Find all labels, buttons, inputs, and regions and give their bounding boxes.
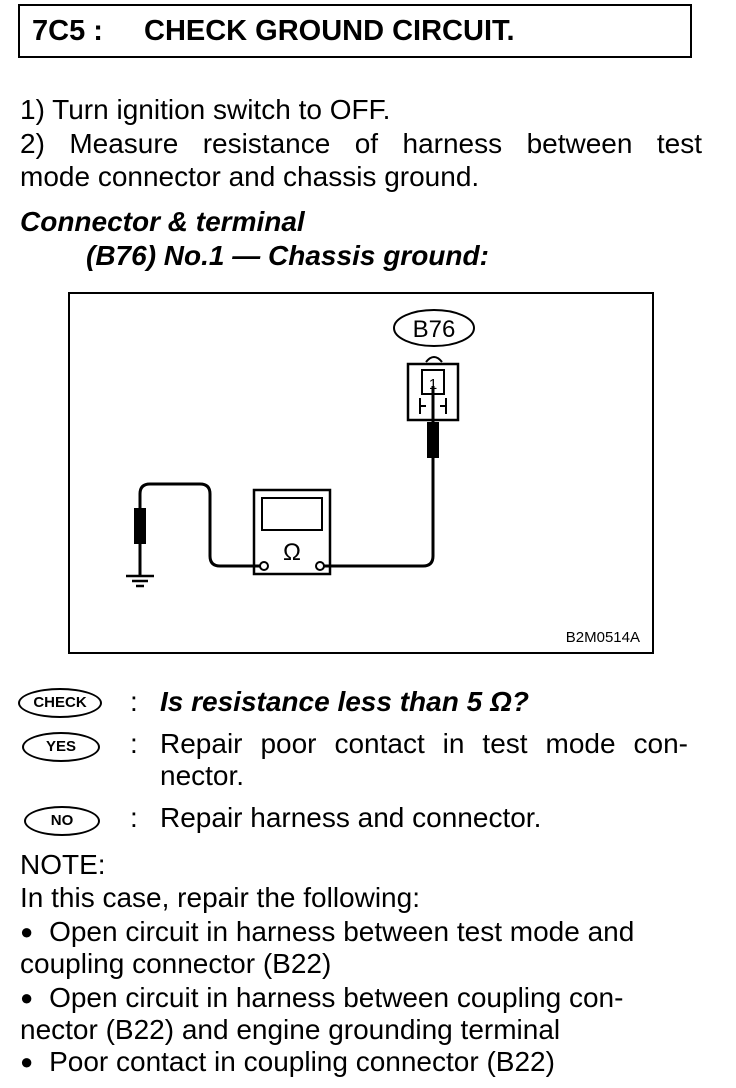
note-item-2-line-2: nector (B22) and engine grounding termin… — [20, 1014, 561, 1045]
yes-colon: : — [130, 728, 138, 759]
connector-label-ellipse — [393, 309, 475, 347]
ohmmeter-body — [252, 488, 332, 576]
note-item-1-line-2: coupling connector (B22) — [20, 948, 332, 979]
bullet-icon: ● — [20, 1049, 34, 1074]
section-code: 7C5 : — [32, 15, 103, 47]
right-probe-body — [427, 422, 439, 458]
step-1: 1) Turn ignition switch to OFF. — [20, 94, 391, 125]
note-item-2: ● Open circuit in harness between coupli… — [20, 982, 623, 1014]
bullet-icon: ● — [20, 919, 34, 944]
connector-terminal: (B76) No.1 — Chassis ground: — [86, 240, 489, 271]
note-item-2-line-1: Open circuit in harness between coupling… — [49, 982, 624, 1013]
yes-answer-line-2: nector. — [160, 760, 245, 791]
note-item-1-line-1: Open circuit in harness between test mod… — [49, 916, 635, 947]
check-question: Is resistance less than 5 Ω? — [160, 686, 529, 717]
note-item-3: ● Poor contact in coupling connector (B2… — [20, 1046, 555, 1078]
step-2-continued: mode connector and chassis ground. — [20, 161, 480, 192]
bullet-icon: ● — [20, 985, 34, 1010]
no-colon: : — [130, 802, 138, 833]
note-item-3-line-1: Poor contact in coupling connector (B22) — [49, 1046, 555, 1077]
section-title: CHECK GROUND CIRCUIT. — [144, 15, 515, 47]
ohmmeter-symbol: Ω — [283, 539, 301, 566]
wiring-diagram: B76 1 Ω B2M0514A — [68, 292, 654, 654]
wiring-diagram-drawing: B76 1 Ω B2M0514A — [126, 309, 640, 646]
note-item-1: ● Open circuit in harness between test m… — [20, 916, 634, 948]
connector-label: B76 — [413, 316, 456, 343]
yes-answer-line-1: Repair poor contact in test mode con- — [160, 728, 688, 759]
figure-id: B2M0514A — [566, 629, 640, 646]
note-intro: In this case, repair the following: — [20, 882, 420, 913]
check-colon: : — [130, 686, 138, 717]
ohmmeter-display — [261, 497, 323, 531]
ohmmeter-terminal-left — [259, 561, 269, 571]
no-answer: Repair harness and connector. — [160, 802, 542, 833]
connector-heading: Connector & terminal — [20, 206, 305, 237]
no-badge: NO — [24, 806, 100, 836]
check-badge: CHECK — [18, 688, 102, 718]
right-probe-lead — [324, 458, 435, 568]
yes-badge: YES — [22, 732, 100, 762]
section-title-box: 7C5 : CHECK GROUND CIRCUIT. — [18, 4, 692, 58]
connector-pin-outline — [419, 398, 447, 414]
left-probe-body — [134, 508, 146, 544]
ohmmeter-terminal-right — [315, 561, 325, 571]
step-2: 2) Measure resistance of harness between… — [20, 128, 702, 159]
note-label: NOTE: — [20, 849, 106, 880]
connector-pin-label: 1 — [429, 376, 437, 393]
left-probe-lead — [138, 482, 260, 568]
connector-latch — [425, 356, 443, 363]
